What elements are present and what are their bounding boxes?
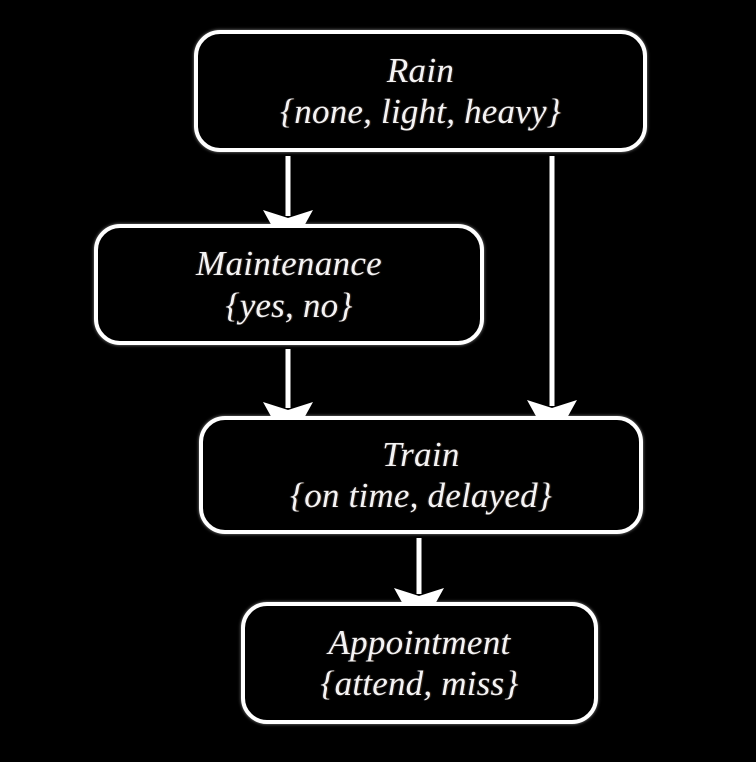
node-rain[interactable]: Rain {none, light, heavy} xyxy=(194,30,647,152)
node-appointment-states: {attend, miss} xyxy=(320,664,519,703)
node-maintenance-states: {yes, no} xyxy=(225,285,353,325)
node-rain-states: {none, light, heavy} xyxy=(280,92,561,131)
node-rain-title: Rain xyxy=(386,50,455,90)
node-maintenance-title: Maintenance xyxy=(195,244,382,284)
node-train-title: Train xyxy=(382,434,460,474)
node-train-states: {on time, delayed} xyxy=(290,476,552,515)
node-appointment-title: Appointment xyxy=(328,622,511,662)
node-maintenance[interactable]: Maintenance {yes, no} xyxy=(94,224,484,345)
node-train[interactable]: Train {on time, delayed} xyxy=(199,416,643,534)
node-appointment[interactable]: Appointment {attend, miss} xyxy=(241,602,598,724)
